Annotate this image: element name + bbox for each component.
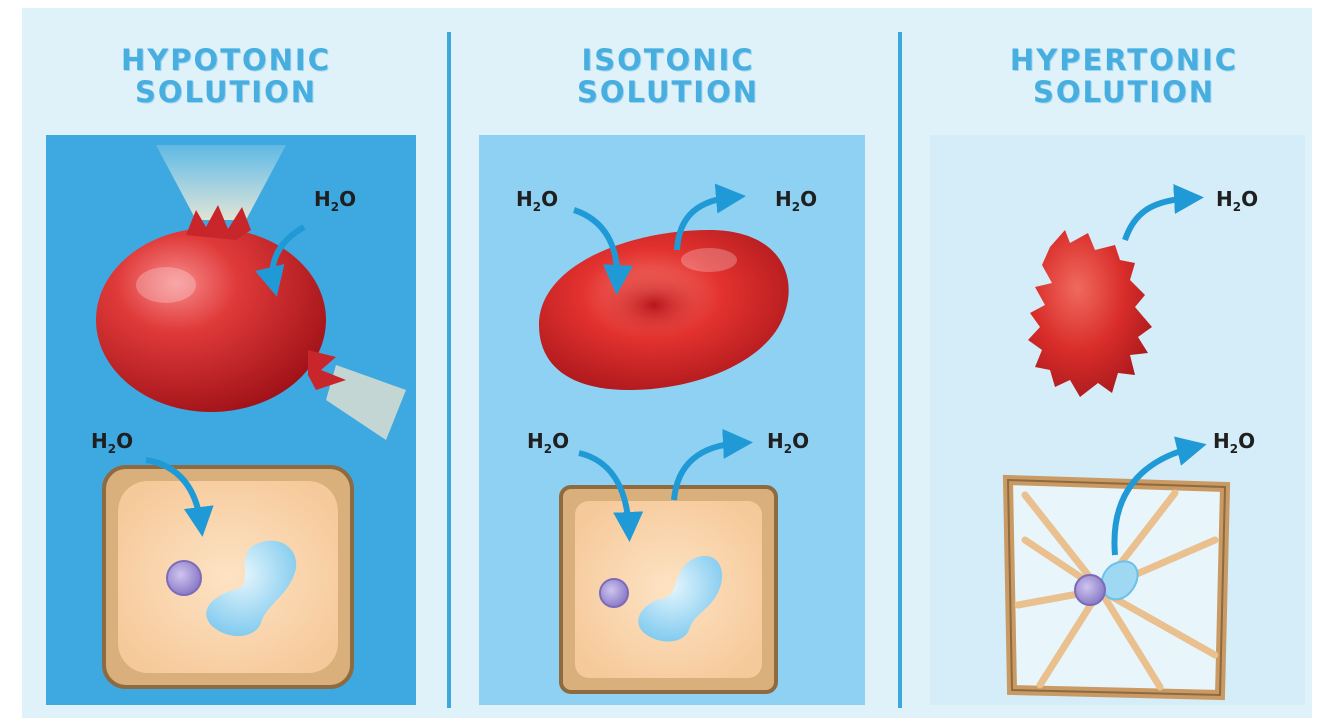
panel-hypertonic: H2O H2O (930, 135, 1305, 705)
burst-plume-right (326, 365, 406, 440)
isotonic-illustration (479, 135, 865, 705)
h2o-label: H2O (767, 429, 809, 456)
heading-hypertonic-line1: HYPERTONIC (944, 44, 1304, 76)
divider-left (447, 32, 451, 708)
panel-hypotonic: H2O H2O (46, 135, 416, 705)
heading-hypotonic-line1: HYPOTONIC (46, 44, 406, 76)
burst-plume-top (156, 145, 286, 220)
h2o-label: H2O (527, 429, 569, 456)
heading-hypertonic: HYPERTONIC SOLUTION (944, 44, 1304, 108)
hypotonic-illustration (46, 135, 416, 705)
heading-isotonic: ISOTONIC SOLUTION (488, 44, 848, 108)
heading-hypertonic-line2: SOLUTION (944, 76, 1304, 108)
swollen-red-blood-cell (96, 205, 346, 412)
heading-hypotonic-line2: SOLUTION (46, 76, 406, 108)
heading-isotonic-line1: ISOTONIC (488, 44, 848, 76)
nucleus (600, 579, 628, 607)
hypertonic-illustration (930, 135, 1305, 705)
heading-hypotonic: HYPOTONIC SOLUTION (46, 44, 406, 108)
h2o-label: H2O (314, 187, 356, 214)
divider-right (898, 32, 902, 708)
turgid-plant-cell (104, 467, 352, 687)
h2o-label: H2O (91, 429, 133, 456)
h2o-label: H2O (775, 187, 817, 214)
h2o-label: H2O (1216, 187, 1258, 214)
normal-plant-cell (561, 487, 776, 692)
nucleus (1075, 575, 1105, 605)
h2o-label: H2O (1213, 429, 1255, 456)
shrunken-red-blood-cell (1028, 230, 1152, 397)
hypertonic-cell-arrow (1125, 198, 1192, 240)
normal-red-blood-cell (539, 230, 789, 390)
nucleus (167, 561, 201, 595)
heading-isotonic-line2: SOLUTION (488, 76, 848, 108)
h2o-label: H2O (516, 187, 558, 214)
panel-isotonic: H2O H2O H2O H2O (479, 135, 865, 705)
